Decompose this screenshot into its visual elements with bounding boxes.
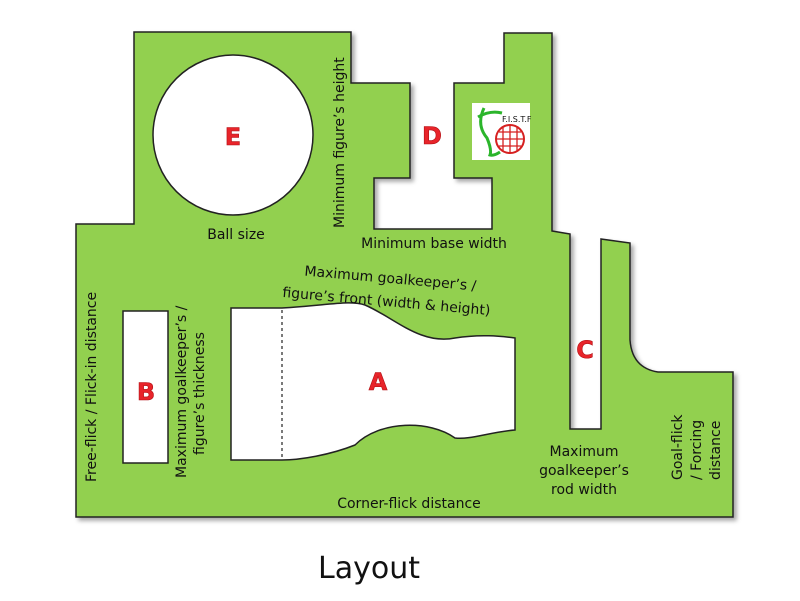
rod-width-label-1: Maximum	[550, 444, 619, 460]
min-base-width-label: Minimum base width	[361, 236, 507, 252]
ball-size-circle	[152, 54, 314, 216]
zone-b-label: B	[137, 378, 155, 406]
zone-a-label: A	[369, 368, 388, 396]
ball-size-label: Ball size	[207, 227, 265, 243]
zone-b-rect	[122, 310, 169, 464]
goal-flick-label-1: Goal-flick	[670, 414, 686, 480]
rod-width-label-3: rod width	[551, 482, 617, 498]
max-thickness-label-1: Maximum goalkeeper’s /	[174, 305, 190, 478]
zone-e-label: E	[225, 123, 241, 151]
rod-width-label-2: goalkeeper’s	[539, 463, 629, 479]
free-flick-label: Free-flick / Flick-in distance	[84, 292, 100, 482]
corner-flick-label: Corner-flick distance	[337, 496, 481, 512]
goal-flick-label-2: / Forcing	[689, 420, 705, 480]
logo-text: F.I.S.T.F	[502, 115, 532, 124]
zone-a-shape	[230, 302, 516, 461]
zone-d-label: D	[422, 122, 442, 150]
goal-flick-label-3: distance	[708, 421, 724, 480]
caption: Layout	[318, 551, 420, 586]
fistf-logo: F.I.S.T.F	[472, 103, 532, 160]
zone-c-label: C	[576, 336, 594, 364]
min-figure-height-label: Minimum figure’s height	[332, 57, 348, 228]
max-thickness-label-2: figure’s thickness	[192, 332, 208, 455]
